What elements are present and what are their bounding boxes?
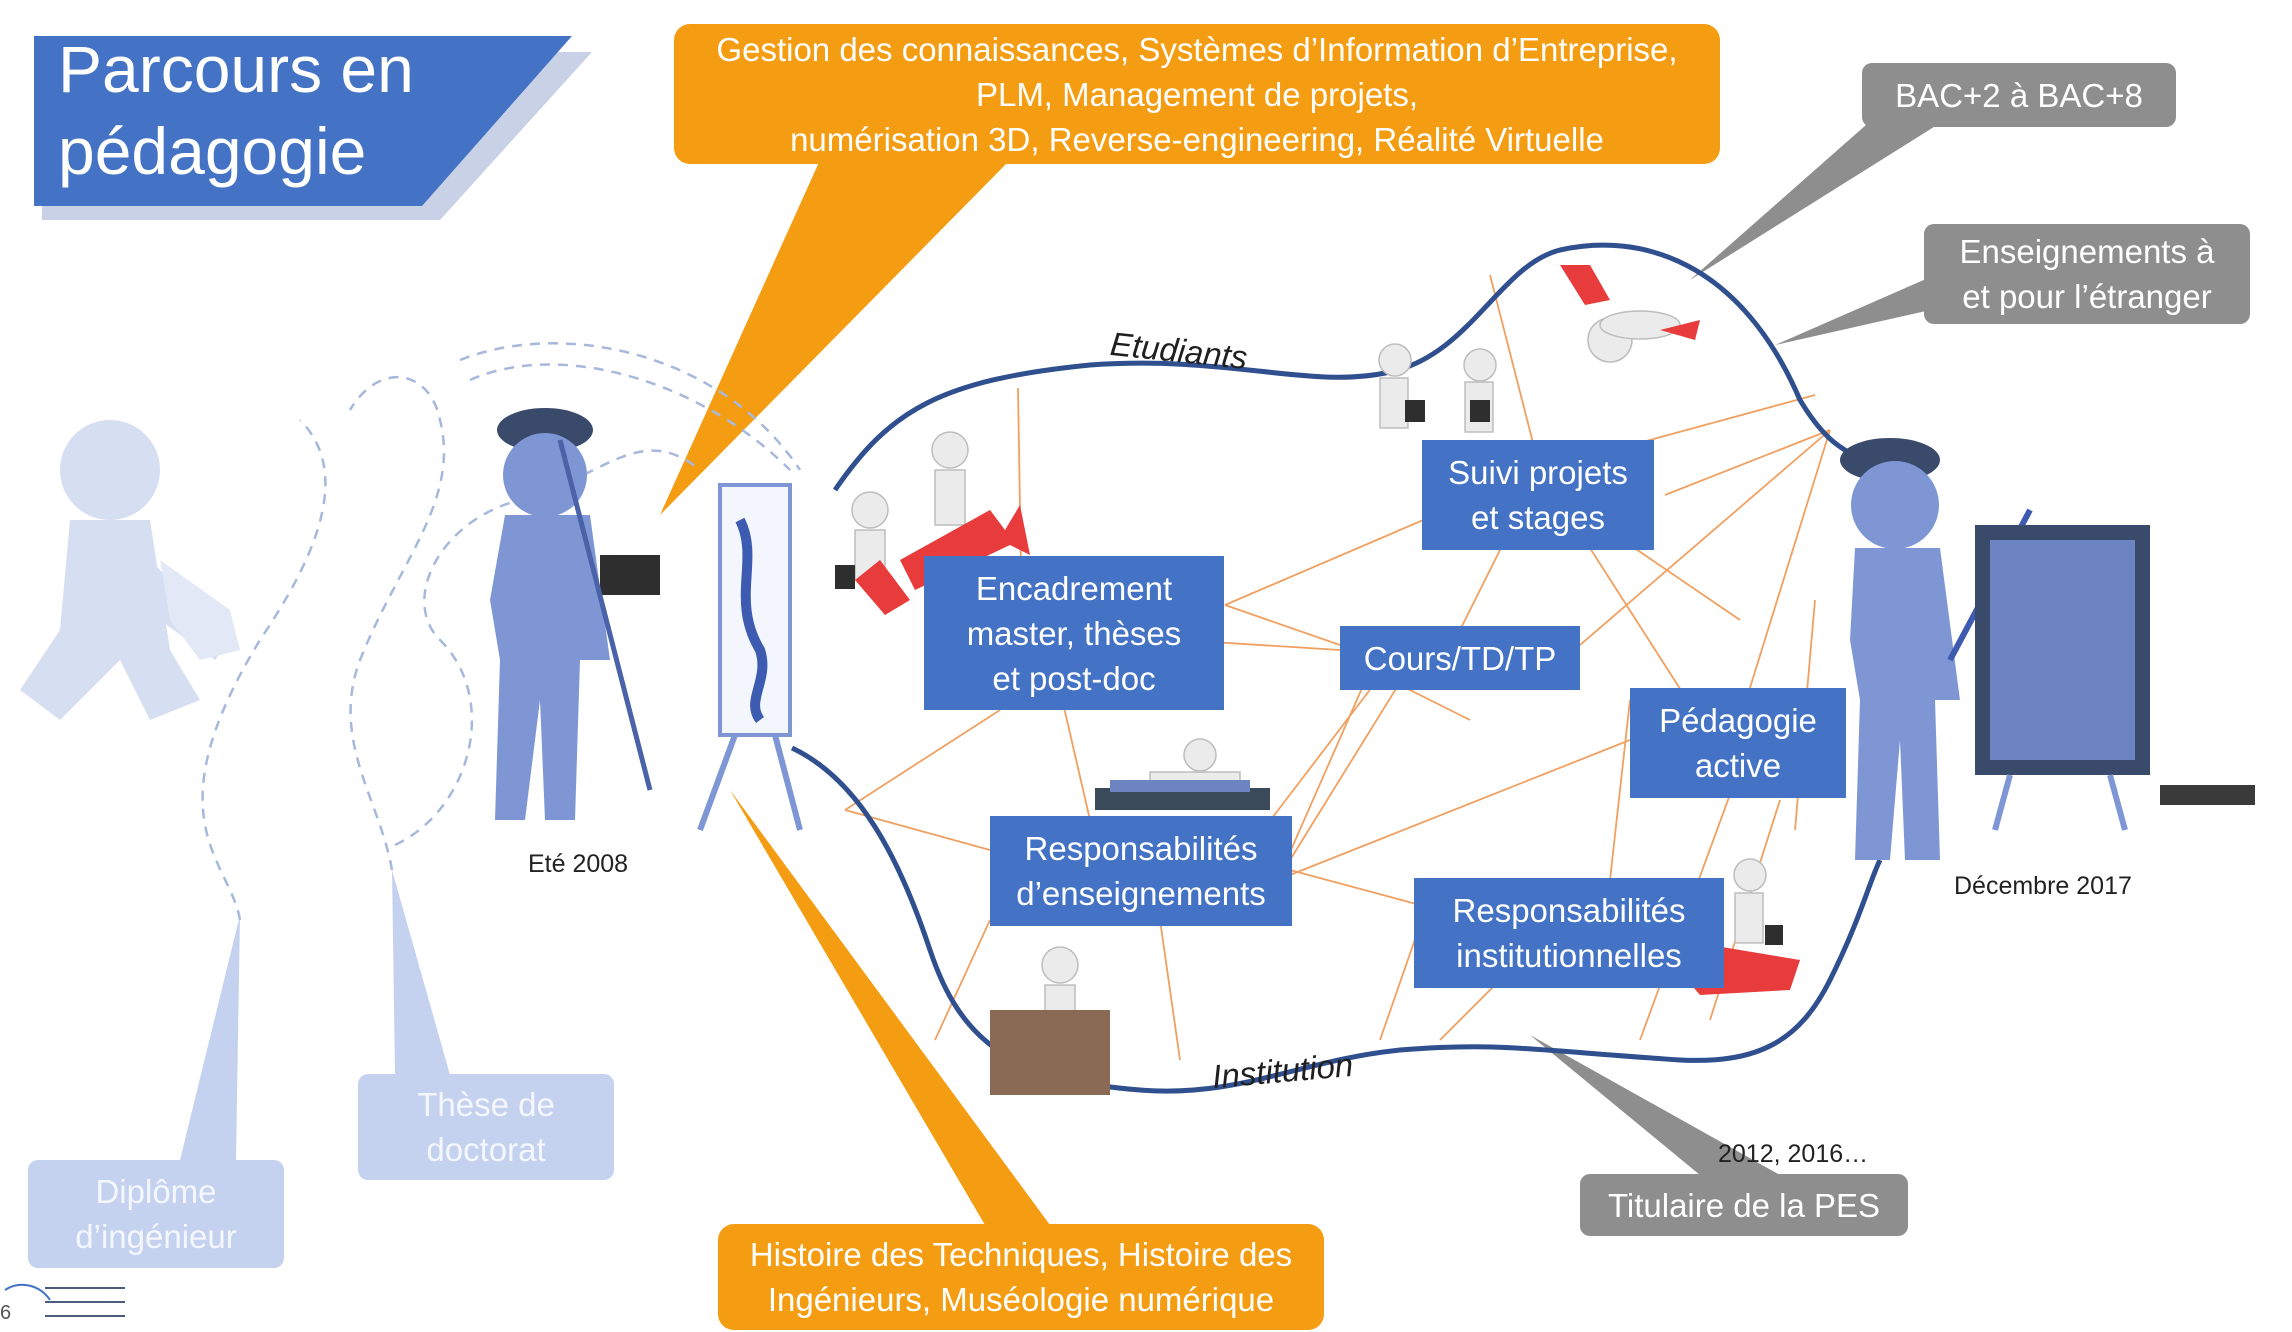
faded-figure-illustration: [20, 420, 240, 720]
students-curve: [832, 242, 1862, 492]
faded-dashed-paths: [201, 342, 802, 921]
pes-callout: Titulaire de la PES: [1580, 1174, 1908, 1236]
node-resp-institutionnelles: Responsabilités institutionnelles: [1414, 878, 1724, 988]
research-top-callout: Gestion des connaissances, Systèmes d’In…: [674, 24, 1720, 164]
thesis-callout-tail: [392, 870, 450, 1075]
abroad-callout: Enseignements à et pour l’étranger: [1924, 224, 2250, 324]
pes-callout-tail: [1530, 1035, 1780, 1175]
painter-figure-2008-illustration: [490, 408, 803, 832]
pes-years-label: 2012, 2016…: [1718, 1140, 1869, 1168]
diploma-callout-tail: [180, 915, 240, 1160]
page-number: 6: [0, 1302, 12, 1324]
page-indicator-icon: [4, 1283, 125, 1317]
title-banner: [34, 36, 572, 206]
bac-callout-tail: [1690, 95, 1945, 280]
node-resp-enseignements: Responsabilités d’enseignements: [990, 816, 1292, 926]
node-cours: Cours/TD/TP: [1340, 626, 1580, 690]
node-pedagogie-active: Pédagogie active: [1630, 688, 1846, 798]
props-illustrations: [835, 400, 1783, 1095]
diploma-callout: Diplôme d’ingénieur: [28, 1160, 284, 1268]
bac-levels-callout: BAC+2 à BAC+8: [1862, 63, 2176, 127]
research-bottom-callout-tail: [730, 790, 1050, 1225]
slide-title: Parcours en pédagogie: [58, 32, 414, 188]
timeline-end-label: Décembre 2017: [1954, 872, 2132, 900]
painter-figure-2017-illustration: [1840, 438, 2255, 860]
timeline-start-label: Eté 2008: [528, 850, 629, 878]
node-encadrement: Encadrement master, thèses et post-doc: [924, 556, 1224, 710]
thesis-callout: Thèse de doctorat: [358, 1074, 614, 1180]
node-suivi-projets: Suivi projets et stages: [1422, 440, 1654, 550]
institution-curve: [790, 745, 1883, 1094]
research-bottom-callout: Histoire des Techniques, Histoire des In…: [718, 1224, 1324, 1330]
research-top-callout-tail: [660, 160, 1010, 515]
